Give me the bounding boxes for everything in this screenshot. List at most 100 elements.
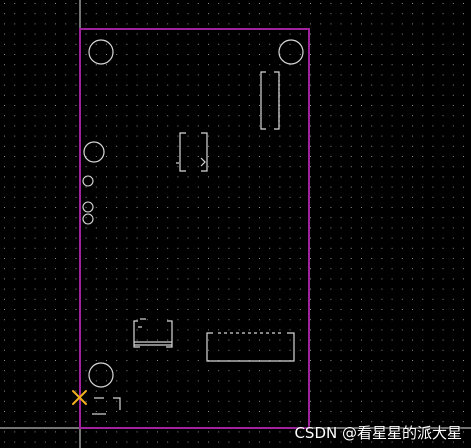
grid-dot <box>14 298 16 300</box>
mounting-hole-top-left[interactable] <box>88 39 114 65</box>
grid-dot <box>269 145 271 147</box>
mounting-hole-bottom-left[interactable] <box>88 362 114 388</box>
grid-dot <box>340 237 342 239</box>
grid-dot <box>238 166 240 168</box>
grid-dot <box>350 3 352 4</box>
grid-dot <box>248 247 250 249</box>
grid-dot <box>4 196 5 198</box>
grid-dot <box>157 227 158 229</box>
connector-footprint-top-right[interactable] <box>260 71 280 130</box>
grid-dot <box>208 339 209 341</box>
grid-dot <box>24 431 26 433</box>
grid-dot <box>289 105 291 106</box>
grid-dot <box>187 13 189 15</box>
component-footprint-bottom-left[interactable] <box>133 318 173 348</box>
grid-dot <box>34 390 36 392</box>
grid-dot <box>167 268 169 270</box>
grid-dot <box>167 54 169 55</box>
mounting-hole-top-right[interactable] <box>278 39 304 65</box>
grid-dot <box>14 411 16 412</box>
grid-dot <box>432 237 434 239</box>
grid-dot <box>75 166 77 168</box>
grid-dot <box>412 237 413 239</box>
grid-dot <box>320 329 322 331</box>
grid-dot <box>24 186 26 188</box>
grid-dot <box>289 64 291 66</box>
grid-dot <box>177 329 179 331</box>
grid-dot <box>34 349 36 351</box>
grid-dot <box>4 247 5 249</box>
grid-dot <box>95 176 97 178</box>
grid-dot <box>412 43 413 45</box>
grid-dot <box>463 319 464 321</box>
grid-dot <box>422 319 424 321</box>
grid-dot <box>126 207 128 208</box>
grid-dot <box>218 23 220 25</box>
grid-dot <box>228 13 230 15</box>
grid-dot <box>75 339 77 341</box>
grid-dot <box>177 339 179 341</box>
grid-dot <box>44 431 46 433</box>
grid-dot <box>248 23 250 25</box>
grid-dot <box>228 227 230 229</box>
grid-dot <box>401 125 403 127</box>
grid-dot <box>299 288 301 290</box>
grid-dot <box>24 3 26 4</box>
grid-dot <box>371 54 373 55</box>
grid-dot <box>75 125 77 127</box>
grid-dot <box>422 196 424 198</box>
grid-dot <box>44 370 46 372</box>
grid-dot <box>146 339 148 341</box>
component-footprint-near-origin[interactable] <box>92 397 121 415</box>
grid-dot <box>452 227 454 229</box>
grid-dot <box>197 156 199 157</box>
grid-dot <box>65 278 67 280</box>
board-outline[interactable] <box>79 28 310 429</box>
grid-dot <box>34 135 36 137</box>
grid-dot <box>442 278 444 280</box>
grid-dot <box>289 3 291 4</box>
ic-footprint-center[interactable] <box>176 132 208 172</box>
connector-footprint-bottom-right[interactable] <box>206 332 295 362</box>
grid-dot <box>65 196 67 198</box>
grid-dot <box>259 400 260 402</box>
grid-dot <box>228 411 230 412</box>
grid-dot <box>4 400 5 402</box>
pad-small-left[interactable] <box>82 175 94 187</box>
grid-dot <box>24 268 26 270</box>
grid-dot <box>116 207 118 208</box>
grid-dot <box>55 380 56 382</box>
grid-dot <box>34 43 36 45</box>
grid-dot <box>44 186 46 188</box>
grid-dot <box>422 135 424 137</box>
grid-dot <box>177 94 179 96</box>
grid-dot <box>432 13 434 15</box>
grid-dot <box>452 166 454 168</box>
pad-pair-left[interactable] <box>82 201 94 225</box>
grid-dot <box>126 135 128 137</box>
grid-dot <box>391 3 393 4</box>
grid-dot <box>218 196 220 198</box>
grid-dot <box>248 156 250 157</box>
grid-dot <box>432 298 434 300</box>
grid-dot <box>106 115 107 117</box>
grid-dot <box>24 339 26 341</box>
grid-dot <box>320 105 322 106</box>
grid-dot <box>238 309 240 310</box>
grid-dot <box>422 217 424 219</box>
grid-dot <box>381 268 383 270</box>
grid-dot <box>401 33 403 35</box>
grid-dot <box>44 390 46 392</box>
grid-dot <box>350 84 352 86</box>
grid-dot <box>361 268 362 270</box>
grid-dot <box>187 390 189 392</box>
grid-dot <box>34 23 36 25</box>
grid-dot <box>361 411 362 412</box>
pad-round-left[interactable] <box>83 141 105 163</box>
grid-dot <box>401 441 403 443</box>
grid-dot <box>452 94 454 96</box>
grid-dot <box>350 94 352 96</box>
grid-dot <box>218 288 220 290</box>
grid-dot <box>350 166 352 168</box>
